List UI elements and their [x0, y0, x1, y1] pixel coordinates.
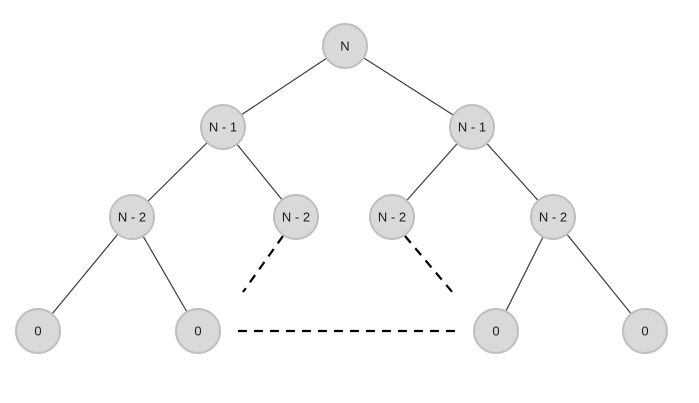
tree-node-circle — [622, 308, 668, 354]
tree-node-circle — [369, 194, 415, 240]
tree-node-circle — [273, 194, 319, 240]
tree-node-label: N — [340, 39, 349, 54]
tree-node-circle — [175, 308, 221, 354]
tree-node-circle — [15, 308, 61, 354]
tree-node-circle — [200, 104, 246, 150]
tree-node-label: N - 1 — [458, 120, 486, 135]
tree-edge — [552, 216, 646, 332]
tree-node-circle — [530, 194, 576, 240]
tree-node-label: N - 2 — [378, 210, 406, 225]
tree-node-label: 0 — [492, 324, 499, 339]
tree-node-label: N - 2 — [539, 210, 567, 225]
tree-node-n1l: N - 1 — [200, 104, 246, 150]
tree-edge-dashed — [404, 235, 454, 294]
tree-node-n2c: N - 2 — [369, 194, 415, 240]
tree-node-n1r: N - 1 — [449, 104, 495, 150]
tree-node-circle — [109, 194, 155, 240]
tree-node-label: N - 2 — [118, 210, 146, 225]
tree-node-circle — [322, 23, 368, 69]
tree-edge-dashed — [242, 235, 284, 293]
tree-node-circle — [449, 104, 495, 150]
tree-node-z1: 0 — [15, 308, 61, 354]
tree-edge — [37, 216, 133, 332]
tree-node-label: 0 — [194, 324, 201, 339]
tree-edge — [344, 45, 473, 128]
tree-node-z4: 0 — [622, 308, 668, 354]
tree-node-z3: 0 — [473, 308, 519, 354]
tree-node-label: 0 — [34, 324, 41, 339]
tree-node-label: N - 1 — [209, 120, 237, 135]
tree-node-n2d: N - 2 — [530, 194, 576, 240]
tree-node-n2a: N - 2 — [109, 194, 155, 240]
tree-node-n2b: N - 2 — [273, 194, 319, 240]
tree-node-z2: 0 — [175, 308, 221, 354]
tree-node-label: N - 2 — [282, 210, 310, 225]
tree-node-label: 0 — [641, 324, 648, 339]
tree-edge — [222, 45, 346, 128]
tree-node-root: N — [322, 23, 368, 69]
tree-node-circle — [473, 308, 519, 354]
